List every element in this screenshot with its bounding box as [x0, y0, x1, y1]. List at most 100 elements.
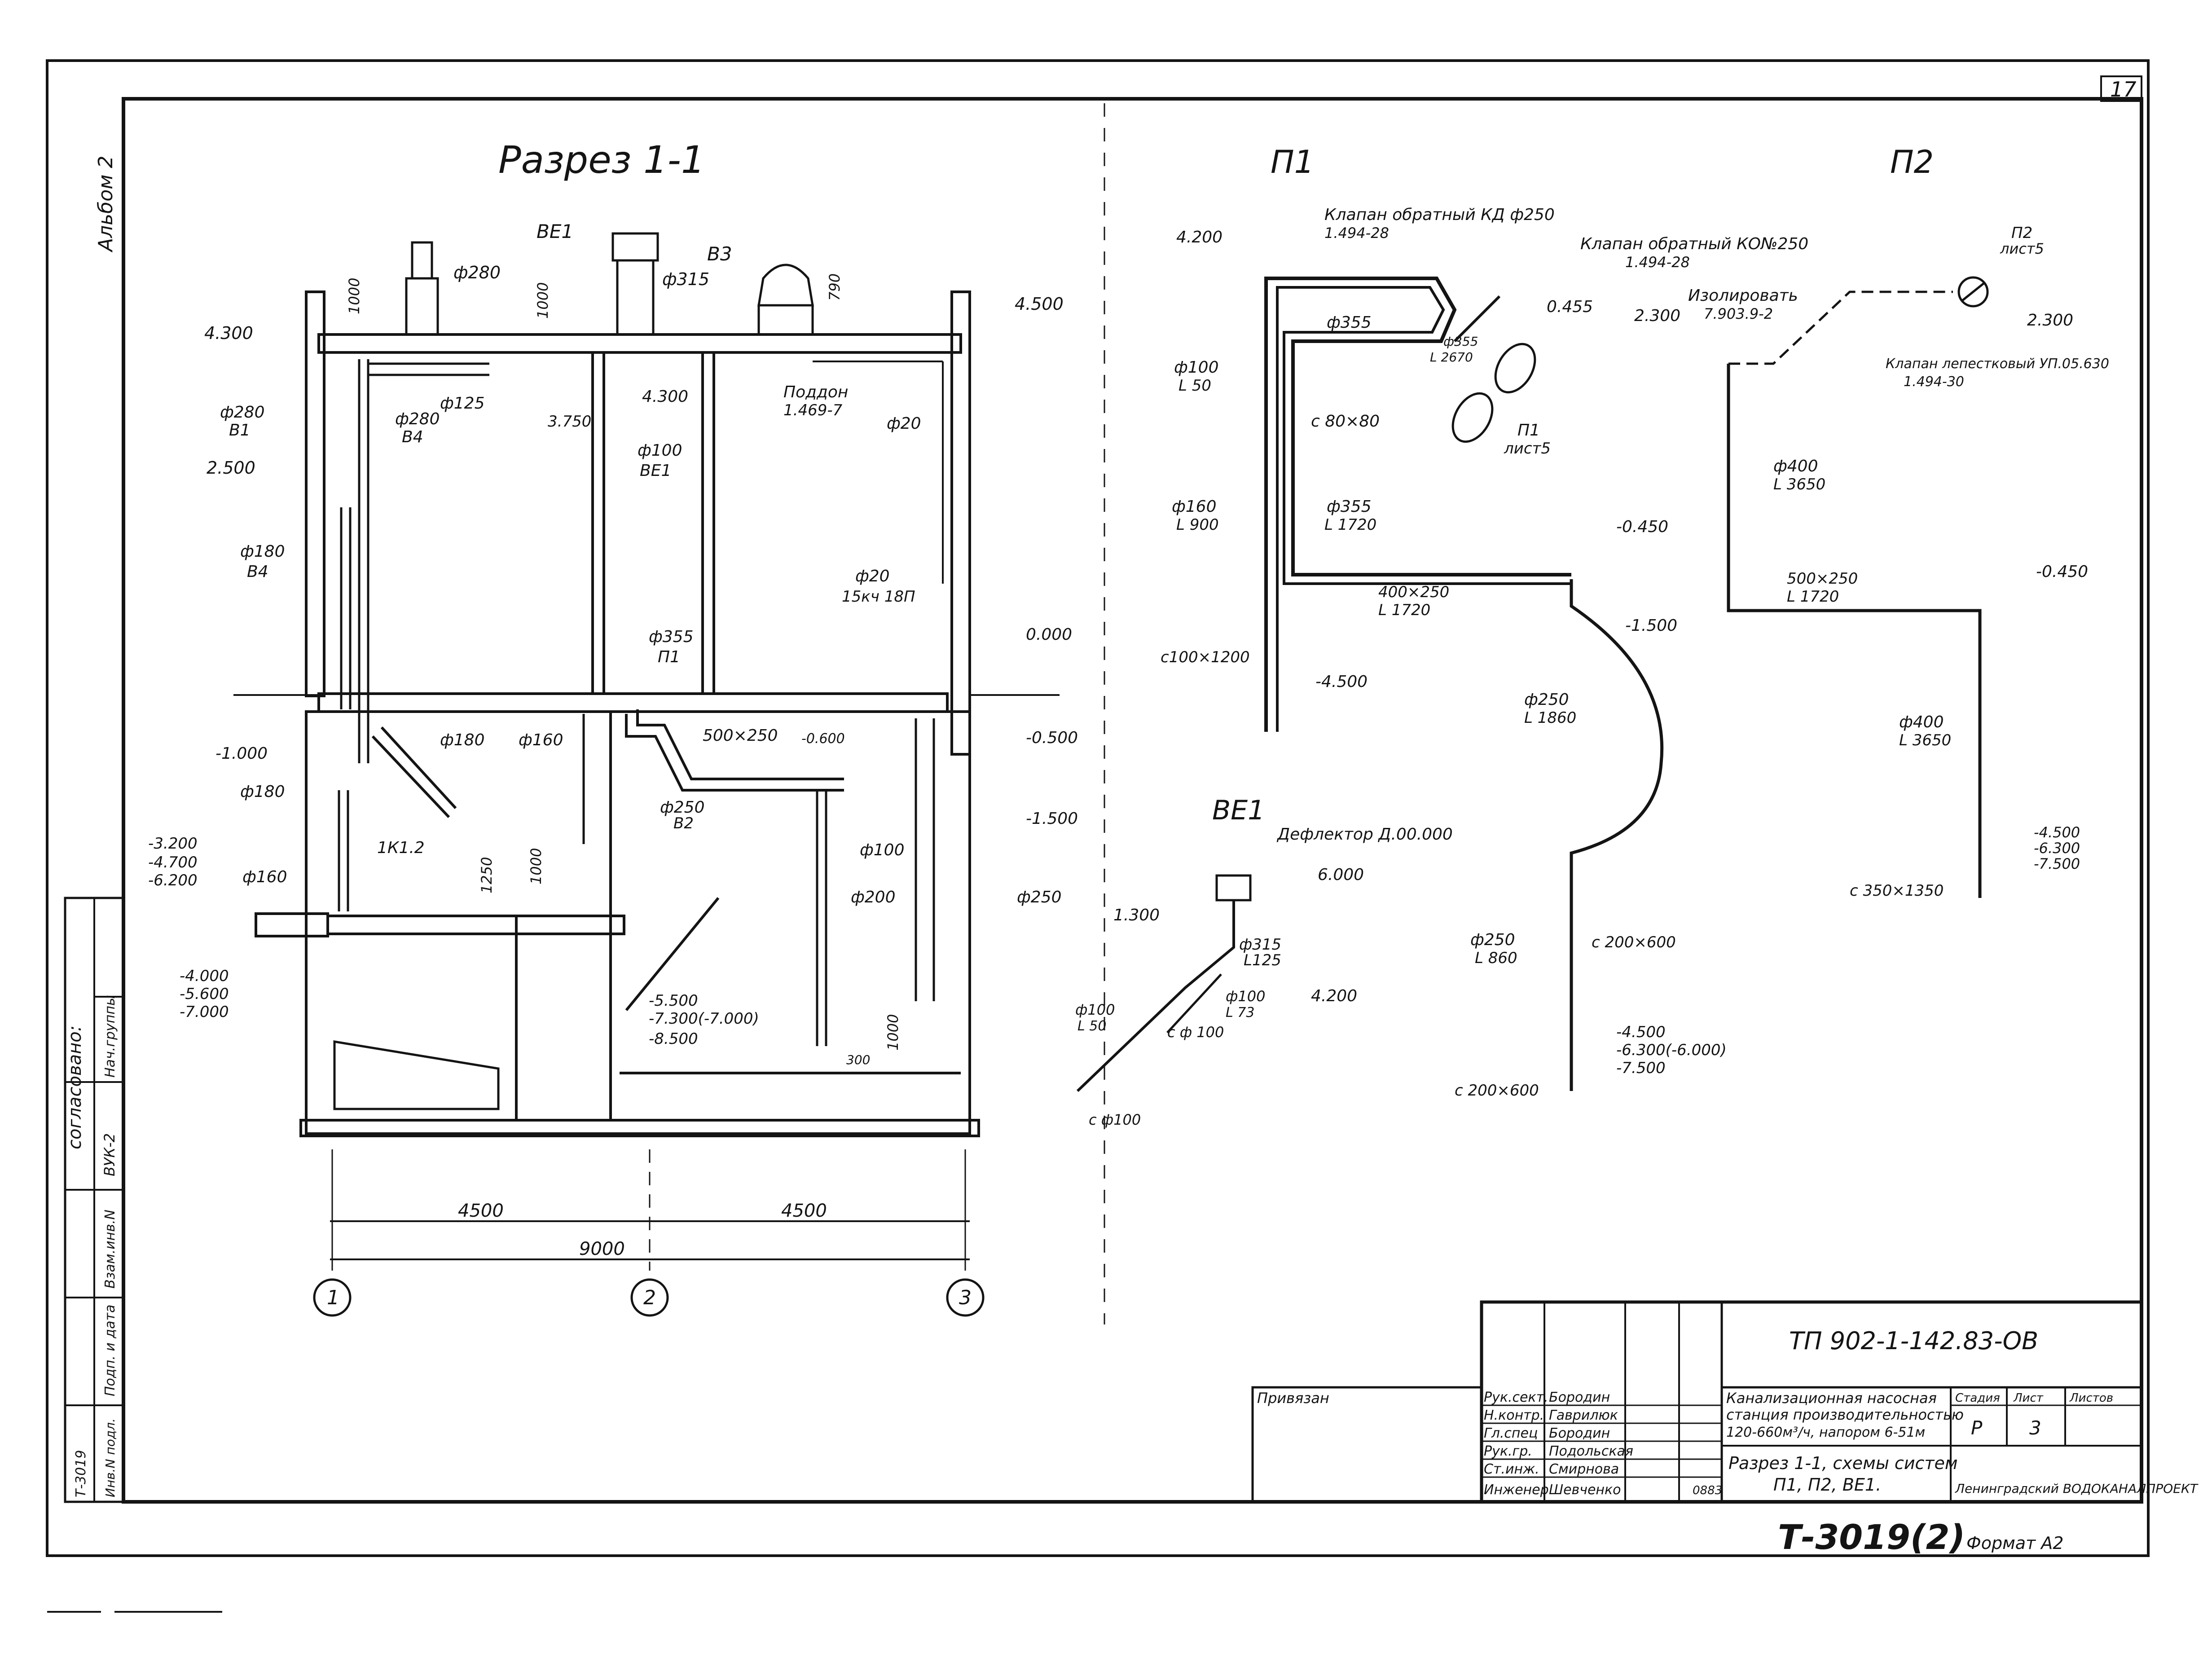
tb-sheet-title-1: Разрез 1-1, схемы систем [1728, 1453, 1958, 1473]
p1-d250-b: ф250 [1470, 931, 1515, 949]
label-d280-v4: ф280 [395, 410, 440, 428]
be1-deflector-top [611, 232, 659, 262]
label-d20-a: ф20 [887, 414, 921, 433]
p1-duct-400: 400×250 [1378, 583, 1449, 601]
p1-l860: L 860 [1475, 949, 1517, 967]
sump-slope [333, 1040, 500, 1110]
tb-stage: Р [1971, 1417, 1983, 1439]
be1-d315: ф315 [1239, 936, 1281, 954]
be1-title: ВЕ1 [1212, 795, 1265, 826]
p1-l2670: L 2670 [1430, 350, 1473, 365]
tb-org: Ленинградский ВОДОКАНАЛПРОЕКТ [1955, 1481, 2199, 1496]
be1-c100-b: с ф100 [1089, 1111, 1141, 1128]
elev-m3200: -3.200 [148, 835, 198, 853]
p1-duct-main [1264, 277, 1571, 732]
elev-m0500: -0.500 [1026, 729, 1078, 747]
tb-name-4: Подольская [1549, 1443, 1633, 1459]
p2-l1720: L 1720 [1787, 588, 1839, 606]
p1-c100: с100×1200 [1161, 648, 1250, 666]
be1-elev-6000: 6.000 [1318, 866, 1364, 884]
section-title: Разрез 1-1 [498, 138, 705, 182]
elev-m5600: -5.600 [180, 985, 229, 1003]
p2-valve-lep-ref: 1.494-30 [1904, 374, 1964, 390]
tb-name-6: Шевченко [1549, 1482, 1621, 1498]
ramp [625, 897, 720, 1011]
side-vuk: ВУК-2 [101, 1133, 118, 1176]
axis-2: 2 [643, 1286, 656, 1309]
p1-d100: ф100 [1174, 358, 1219, 377]
axis-bubble-2 [630, 1278, 669, 1317]
p2-duct [1728, 290, 1953, 365]
elev-m1500: -1.500 [1026, 810, 1078, 828]
p1-c200-b: с 200×600 [1455, 1082, 1539, 1100]
tb-desc-2: станция производительностью [1726, 1406, 1964, 1423]
be1-l125: L125 [1244, 951, 1281, 969]
p2-duct-main [1727, 364, 1982, 898]
elev-m6200: -6.200 [148, 871, 198, 889]
side-stamp: согласовано: Нач.группы ВУК-2 Взам.инв.N… [64, 897, 125, 1503]
dim-4500-b: 4500 [781, 1201, 827, 1221]
tb-role-1: Рук.сект. [1484, 1390, 1548, 1405]
label-d125: ф125 [440, 394, 485, 413]
wet-well-partition [326, 915, 625, 935]
label-v3: В3 [707, 243, 732, 265]
tb-role-3: Гл.спец [1484, 1425, 1538, 1441]
section-1-1: Разрез 1-1 Альбом 2 [94, 138, 1078, 1317]
p1-list5: лист5 [1504, 440, 1551, 458]
tb-date-code: 0883 [1693, 1484, 1722, 1497]
p2-elev-2300-right: 2.300 [2027, 311, 2073, 330]
p2-damper [1957, 276, 1989, 308]
p2-elev-m0450: -0.450 [2036, 563, 2088, 581]
label-d280-top: ф280 [453, 263, 501, 282]
side-nach: Нач.группы [102, 995, 118, 1078]
dim-9000: 9000 [579, 1239, 625, 1259]
elev-0000: 0.000 [1026, 625, 1072, 644]
p2-d400-b: ф400 [1899, 713, 1944, 731]
label-v4: В4 [402, 428, 423, 446]
tb-stage-h: Стадия [1955, 1391, 2000, 1405]
elev-2500: 2.500 [207, 458, 255, 478]
axis-bubble-1 [313, 1278, 352, 1317]
p1-d355-b: ф355 [1327, 497, 1372, 516]
duct-p1-section [625, 714, 844, 792]
be1-elev-4200: 4.200 [1311, 987, 1357, 1005]
inlet-pipe [255, 912, 329, 937]
label-h790: 790 [826, 273, 843, 301]
side-vzam: Взам.инв.N [102, 1210, 118, 1289]
tb-sheet-h: Лист [2013, 1391, 2044, 1405]
p2-title: П2 [1890, 144, 1934, 180]
elev-m7300: -7.300(-7.000) [649, 1010, 759, 1028]
elev-m0600: -0.600 [801, 731, 845, 747]
p2-izolir: Изолировать [1688, 286, 1798, 305]
p1-title: П1 [1271, 144, 1314, 180]
p1-d160: ф160 [1172, 497, 1217, 516]
p2-elev-m7500: -7.500 [2034, 855, 2080, 872]
label-d315-top: ф315 [662, 269, 709, 289]
p2-duct-500: 500×250 [1787, 570, 1858, 588]
p1-label: П1 [1517, 421, 1540, 440]
p1-d355-a: ф355 [1327, 313, 1372, 332]
label-h1250: 1250 [478, 857, 495, 893]
p1-l900: L 900 [1176, 516, 1219, 534]
right-wall-upper [950, 290, 971, 756]
p1-elev-m4500-b: -4.500 [1616, 1023, 1666, 1041]
label-duct-500: 500×250 [703, 726, 778, 745]
axis-3: 3 [959, 1286, 972, 1309]
side-inv: Инв.N подл. [103, 1418, 118, 1497]
inventory-number: Т-3019(2) [1778, 1517, 1965, 1557]
p1-valve-kd: Клапан обратный КД ф250 [1324, 206, 1555, 224]
label-p1: П1 [658, 648, 680, 666]
label-valve-20: 15кч 18П [842, 588, 915, 606]
elev-4300-mid: 4.300 [642, 387, 688, 406]
be1-l73: L 73 [1226, 1005, 1254, 1021]
p1-curved-duct [1570, 579, 1664, 1091]
p2-c350: с 350×1350 [1850, 882, 1944, 900]
tb-sheet-title-2: П1, П2, ВЕ1. [1773, 1475, 1881, 1495]
privyazan: Привязан [1257, 1390, 1329, 1407]
be1-duct [1076, 900, 1235, 1092]
label-d200: ф200 [851, 888, 896, 906]
label-d355: ф355 [649, 628, 694, 646]
p1-elev-m0450: -0.450 [1616, 518, 1668, 536]
tb-sheet: 3 [2029, 1417, 2041, 1439]
title-block: ТП 902-1-142.83-ОВ Привязан Рук.сект. Бо… [1251, 1300, 2199, 1504]
